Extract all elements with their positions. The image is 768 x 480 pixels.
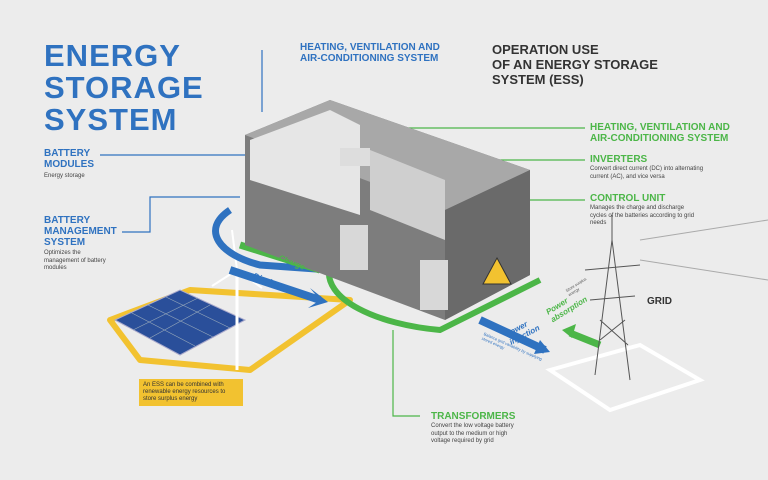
power-injection-arrow xyxy=(478,316,547,354)
title-line: SYSTEM xyxy=(44,102,178,137)
main-title: ENERGY STORAGE SYSTEM xyxy=(44,40,204,136)
grid-label: GRID xyxy=(647,296,672,307)
label-desc: Energy storage xyxy=(44,173,85,179)
transformers-label: TRANSFORMERS Convert the low voltage bat… xyxy=(431,411,526,446)
label-desc: Manages the charge and discharge cycles … xyxy=(590,205,695,226)
hvac-unit xyxy=(340,148,370,166)
container xyxy=(245,100,530,320)
label-desc: Convert direct current (DC) into alterna… xyxy=(590,166,704,180)
label-line: MANAGEMENT xyxy=(44,226,117,237)
label-line: BATTERY xyxy=(44,215,91,226)
leader-bms xyxy=(122,196,240,233)
label-desc: Optimizes the management of battery modu… xyxy=(44,250,106,271)
label-line: AIR-CONDITIONING SYSTEM xyxy=(590,133,729,144)
label-line: SYSTEM xyxy=(44,237,86,248)
hvac-right-label: HEATING, VENTILATION AND AIR-CONDITIONIN… xyxy=(590,122,730,144)
label-line: HEATING, VENTILATION AND xyxy=(300,42,440,53)
subtitle-line: OF AN ENERGY STORAGE xyxy=(492,57,658,72)
subtitle: OPERATION USE OF AN ENERGY STORAGE SYSTE… xyxy=(492,42,658,87)
inverters-label: INVERTERS Convert direct current (DC) in… xyxy=(590,154,710,181)
solar-panels xyxy=(113,289,247,356)
label-line: AIR-CONDITIONING SYSTEM xyxy=(300,53,439,64)
label-desc: Convert the low voltage battery output t… xyxy=(431,423,514,444)
label-line: MODULES xyxy=(44,159,94,170)
title-line: ENERGY xyxy=(44,38,181,73)
discharge-arrow xyxy=(228,266,322,304)
transmission-tower xyxy=(584,215,768,381)
battery-modules-label: BATTERY MODULES Energy storage xyxy=(44,148,124,181)
transformer-2 xyxy=(420,260,448,310)
power-absorption-arrow xyxy=(568,329,602,349)
hvac-top-label: HEATING, VENTILATION AND AIR-CONDITIONIN… xyxy=(300,42,440,64)
label-title: CONTROL UNIT xyxy=(590,193,666,204)
high-voltage-icon xyxy=(482,256,512,285)
title-line: STORAGE xyxy=(44,70,204,105)
charge-loop xyxy=(212,207,331,274)
control-unit-label: CONTROL UNIT Manages the charge and disc… xyxy=(590,193,702,228)
bms-label: BATTERY MANAGEMENT SYSTEM Optimizes the … xyxy=(44,215,117,273)
transformer-1 xyxy=(340,225,368,270)
renewable-note: An ESS can be combined with renewable en… xyxy=(139,379,243,406)
label-title: INVERTERS xyxy=(590,154,648,165)
grid-base xyxy=(545,342,705,413)
subtitle-line: OPERATION USE xyxy=(492,42,599,57)
green-loop xyxy=(325,264,542,334)
label-title: TRANSFORMERS xyxy=(431,411,516,422)
label-line: BATTERY xyxy=(44,148,91,159)
leader-transformers xyxy=(392,330,420,417)
subtitle-line: SYSTEM (ESS) xyxy=(492,72,584,87)
label-line: HEATING, VENTILATION AND xyxy=(590,122,730,133)
